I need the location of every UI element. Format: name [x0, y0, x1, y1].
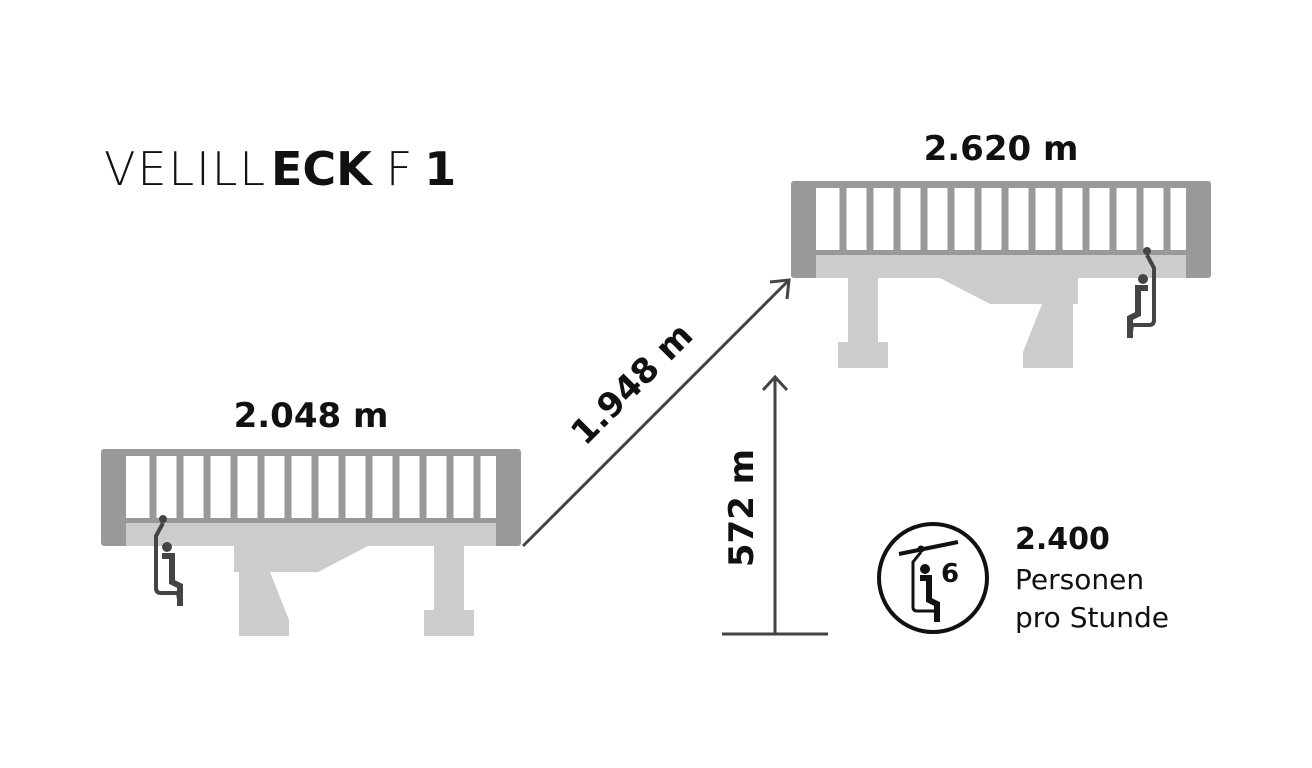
railing-bar	[284, 456, 292, 518]
slope-length: 1.948 m	[563, 315, 701, 453]
railing-bar	[149, 456, 157, 518]
railing-bar	[1001, 188, 1009, 250]
elevation-difference: 572 m	[722, 449, 762, 567]
elevation-arrow	[722, 374, 828, 636]
railing-bar	[473, 456, 481, 518]
six-seater-chair-icon: 6	[877, 522, 989, 634]
railing-bar	[257, 456, 265, 518]
railing-bar	[839, 188, 847, 250]
railing-bar	[1055, 188, 1063, 250]
railing-bar	[446, 456, 454, 518]
railing-bar	[338, 456, 346, 518]
railing-bar	[1136, 188, 1144, 250]
capacity-unit-line2: pro Stunde	[1015, 601, 1169, 634]
railing-bar	[866, 188, 874, 250]
capacity-value: 2.400	[1015, 522, 1110, 557]
railing-bar	[1163, 188, 1171, 250]
mountain-altitude: 2.620 m	[924, 129, 1079, 169]
chair-person-icon	[1127, 247, 1156, 339]
mountain-station	[791, 181, 1211, 368]
capacity-unit-line1: Personen	[1015, 563, 1144, 596]
railing-bar	[419, 456, 427, 518]
railing-bar	[974, 188, 982, 250]
railing-bar	[311, 456, 319, 518]
chair-person-icon	[154, 515, 183, 607]
railing-bar	[1109, 188, 1117, 250]
railing-bar	[1028, 188, 1036, 250]
svg-text:6: 6	[941, 559, 959, 589]
railing-bar	[365, 456, 373, 518]
railing-bar	[176, 456, 184, 518]
slope-arrow	[521, 278, 791, 548]
railing-bar	[1082, 188, 1090, 250]
railing-bar	[920, 188, 928, 250]
valley-altitude: 2.048 m	[234, 396, 389, 436]
railing-bar	[203, 456, 211, 518]
railing-bar	[392, 456, 400, 518]
railing-bar	[947, 188, 955, 250]
railing-bar	[893, 188, 901, 250]
valley-station	[101, 449, 521, 636]
railing-bar	[230, 456, 238, 518]
